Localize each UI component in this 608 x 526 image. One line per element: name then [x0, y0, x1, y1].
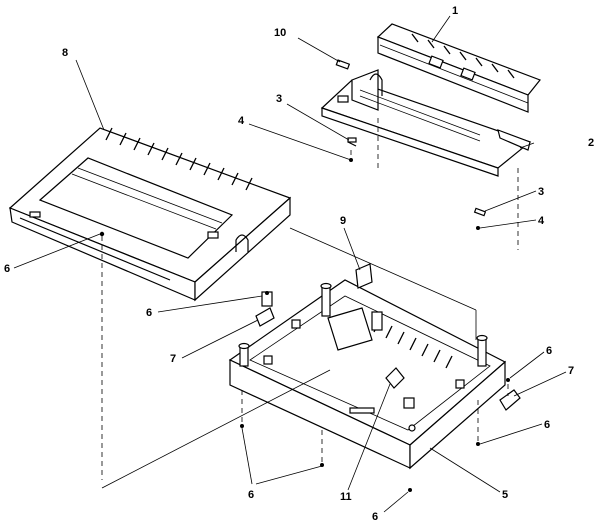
callout-6-bracket: 6: [146, 307, 152, 319]
callout-2: 2: [588, 137, 594, 149]
callout-6-right: 6: [546, 345, 552, 357]
callout-11: 11: [340, 491, 352, 503]
part-1-paper-guide: [376, 23, 541, 113]
callout-7-right: 7: [568, 365, 574, 377]
callout-1: 1: [452, 5, 458, 17]
callout-3-upper: 3: [276, 93, 282, 105]
callout-10: 10: [274, 27, 286, 39]
part-5-lower-case: [228, 279, 507, 470]
callout-3-right: 3: [538, 186, 544, 198]
part-8-front-cover: [8, 127, 292, 302]
callout-9: 9: [340, 215, 346, 227]
callout-6-bottom-left: 6: [248, 489, 254, 501]
callout-4-upper: 4: [238, 115, 245, 127]
part-2-upper-frame: [320, 69, 532, 250]
callout-labels: 1 10 8 3 4 2 3 4 9 6 6 7 6 7 6 5 11 6 6: [4, 5, 594, 523]
callout-7-left: 7: [170, 353, 176, 365]
leader-lines: [13, 15, 567, 513]
callout-4-right: 4: [538, 215, 545, 227]
callout-6-bottom: 6: [372, 511, 378, 523]
alignment-lines: [101, 150, 509, 489]
callout-6-left: 6: [4, 263, 10, 275]
callout-5: 5: [502, 489, 508, 501]
callout-8: 8: [62, 47, 68, 59]
callout-6-lower-right: 6: [544, 419, 550, 431]
